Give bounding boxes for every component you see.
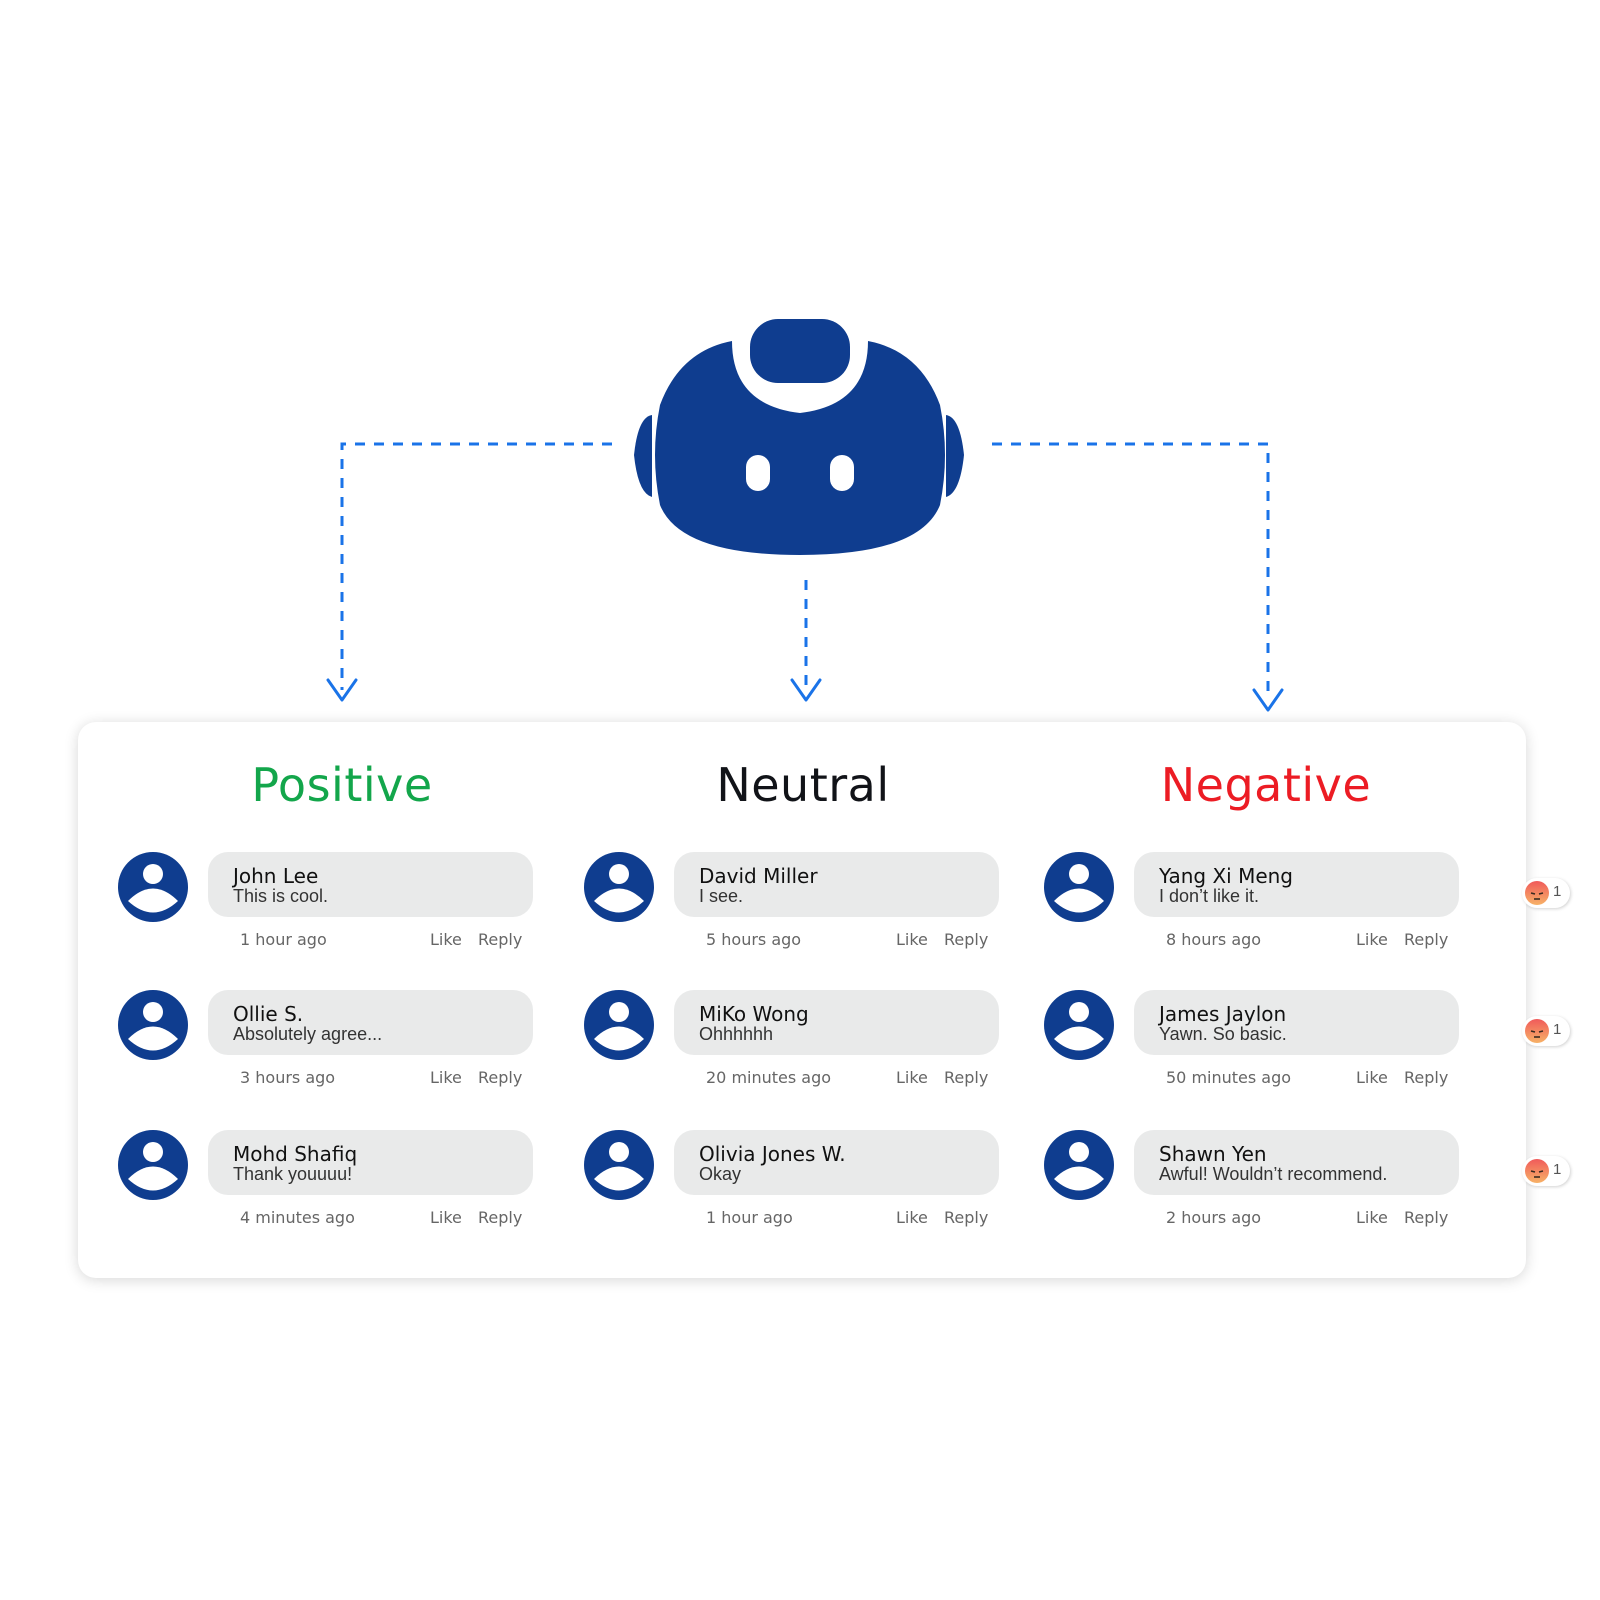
reaction-count: 1 (1553, 1021, 1562, 1038)
like-button[interactable]: Like (896, 930, 928, 949)
connector-positive (340, 442, 612, 690)
like-button[interactable]: Like (896, 1068, 928, 1087)
like-button[interactable]: Like (1356, 1068, 1388, 1087)
comment-text: I see. (699, 886, 744, 906)
commenter-name: Mohd Shafiq (233, 1142, 358, 1166)
comment-bubble: MiKo WongOhhhhhh1 (674, 990, 1110, 1055)
heading-positive: Positive (251, 758, 433, 812)
arrowhead-negative (1252, 688, 1284, 712)
user-avatar-icon (1044, 1130, 1114, 1200)
reply-button[interactable]: Reply (478, 930, 523, 949)
like-button[interactable]: Like (430, 930, 462, 949)
reply-button[interactable]: Reply (1404, 1208, 1449, 1227)
reply-button[interactable]: Reply (944, 930, 989, 949)
reaction-badge[interactable]: 1 (1522, 1016, 1570, 1046)
heading-negative: Negative (1160, 758, 1372, 812)
like-button[interactable]: Like (430, 1068, 462, 1087)
comment-text: Okay (699, 1164, 742, 1184)
commenter-name: James Jaylon (1159, 1002, 1287, 1026)
commenter-name: David Miller (699, 864, 818, 888)
user-avatar-icon (584, 852, 654, 922)
commenter-name: John Lee (233, 864, 319, 888)
user-avatar-icon (118, 852, 188, 922)
comment-timestamp: 5 hours ago (706, 930, 802, 949)
comment-bubble: Ollie S.Absolutely agree...1 (208, 990, 644, 1055)
connector-arrows (326, 442, 1284, 712)
like-button[interactable]: Like (430, 1208, 462, 1227)
angry-reaction-icon (1525, 1159, 1549, 1183)
comment-timestamp: 3 hours ago (240, 1068, 336, 1087)
commenter-name: Yang Xi Meng (1159, 864, 1293, 888)
commenter-name: MiKo Wong (699, 1002, 809, 1026)
comment-timestamp: 1 hour ago (706, 1208, 793, 1227)
like-button[interactable]: Like (896, 1208, 928, 1227)
comment-timestamp: 20 minutes ago (706, 1068, 832, 1087)
comment-text: Thank youuuu! (233, 1164, 353, 1184)
angry-reaction-icon (1525, 881, 1549, 905)
comment-text: Yawn. So basic. (1159, 1024, 1287, 1044)
reaction-badge[interactable]: 1 (1522, 878, 1570, 908)
reaction-count: 1 (1553, 1161, 1562, 1178)
comment-text: I don’t like it. (1159, 886, 1260, 906)
reaction-count: 1 (1553, 883, 1562, 900)
like-button[interactable]: Like (1356, 1208, 1388, 1227)
user-avatar-icon (1044, 990, 1114, 1060)
robot-head-icon (634, 319, 964, 555)
reply-button[interactable]: Reply (1404, 930, 1449, 949)
reply-button[interactable]: Reply (478, 1068, 523, 1087)
user-avatar-icon (118, 1130, 188, 1200)
connector-negative (992, 442, 1270, 700)
arrowhead-neutral (790, 678, 822, 702)
commenter-name: Ollie S. (233, 1002, 304, 1026)
comment-text: Ohhhhhh (699, 1024, 774, 1044)
comment-timestamp: 8 hours ago (1166, 930, 1262, 949)
comment-timestamp: 1 hour ago (240, 930, 327, 949)
commenter-name: Shawn Yen (1159, 1142, 1267, 1166)
user-avatar-icon (584, 990, 654, 1060)
comment-text: This is cool. (233, 886, 329, 906)
comment-text: Awful! Wouldn’t recommend. (1159, 1164, 1388, 1184)
user-avatar-icon (584, 1130, 654, 1200)
comment-timestamp: 2 hours ago (1166, 1208, 1262, 1227)
reply-button[interactable]: Reply (1404, 1068, 1449, 1087)
comment-positive: Ollie S.Absolutely agree...1 3 hours ago L… (118, 990, 644, 1110)
user-avatar-icon (1044, 852, 1114, 922)
arrowhead-positive (326, 678, 358, 702)
reply-button[interactable]: Reply (478, 1208, 523, 1227)
comment-neutral: MiKo WongOhhhhhh1 20 minutes ago Like Reply (584, 990, 1110, 1110)
reply-button[interactable]: Reply (944, 1208, 989, 1227)
angry-reaction-icon (1525, 1019, 1549, 1043)
comment-timestamp: 50 minutes ago (1166, 1068, 1292, 1087)
comment-timestamp: 4 minutes ago (240, 1208, 355, 1227)
user-avatar-icon (118, 990, 188, 1060)
comment-text: Absolutely agree... (233, 1024, 383, 1044)
commenter-name: Olivia Jones W. (699, 1142, 846, 1166)
reaction-badge[interactable]: 1 (1522, 1156, 1570, 1186)
like-button[interactable]: Like (1356, 930, 1388, 949)
reply-button[interactable]: Reply (944, 1068, 989, 1087)
heading-neutral: Neutral (716, 758, 890, 812)
